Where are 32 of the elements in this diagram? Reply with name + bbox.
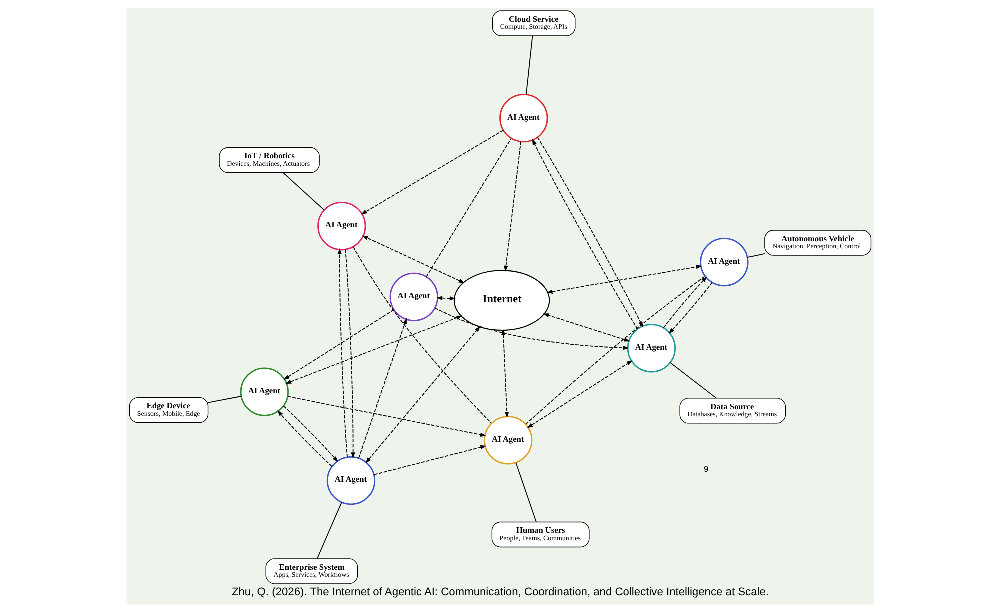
arrow xyxy=(546,265,702,294)
connector xyxy=(515,462,536,523)
connector xyxy=(670,362,717,399)
connector xyxy=(282,172,324,211)
arrow xyxy=(362,236,464,284)
arrow xyxy=(358,318,406,459)
arrow xyxy=(282,406,338,462)
arrow xyxy=(360,130,504,215)
connector xyxy=(208,396,242,404)
arrow xyxy=(365,326,480,464)
caption: Zhu, Q. (2026). The Internet of Agentic AI: Communication, Coordination, and Collective Intelligence at Scale. xyxy=(231,586,769,599)
arrow xyxy=(434,308,629,350)
arrow xyxy=(287,396,486,437)
arrow xyxy=(373,445,486,476)
label: 9 xyxy=(703,464,708,474)
connector xyxy=(352,246,492,424)
arrow xyxy=(662,276,707,329)
arrow xyxy=(283,310,394,380)
arrow xyxy=(337,248,348,458)
arrow xyxy=(277,410,332,467)
arrow xyxy=(344,249,355,459)
connector xyxy=(525,276,706,425)
arrow xyxy=(501,329,509,418)
arrow xyxy=(542,314,630,342)
arrow xyxy=(436,296,456,301)
connector xyxy=(316,502,342,560)
connector xyxy=(525,36,533,96)
connector xyxy=(426,138,512,278)
arrow xyxy=(504,141,522,272)
connector xyxy=(746,254,765,258)
arrow xyxy=(526,360,632,428)
arrow xyxy=(668,282,712,334)
